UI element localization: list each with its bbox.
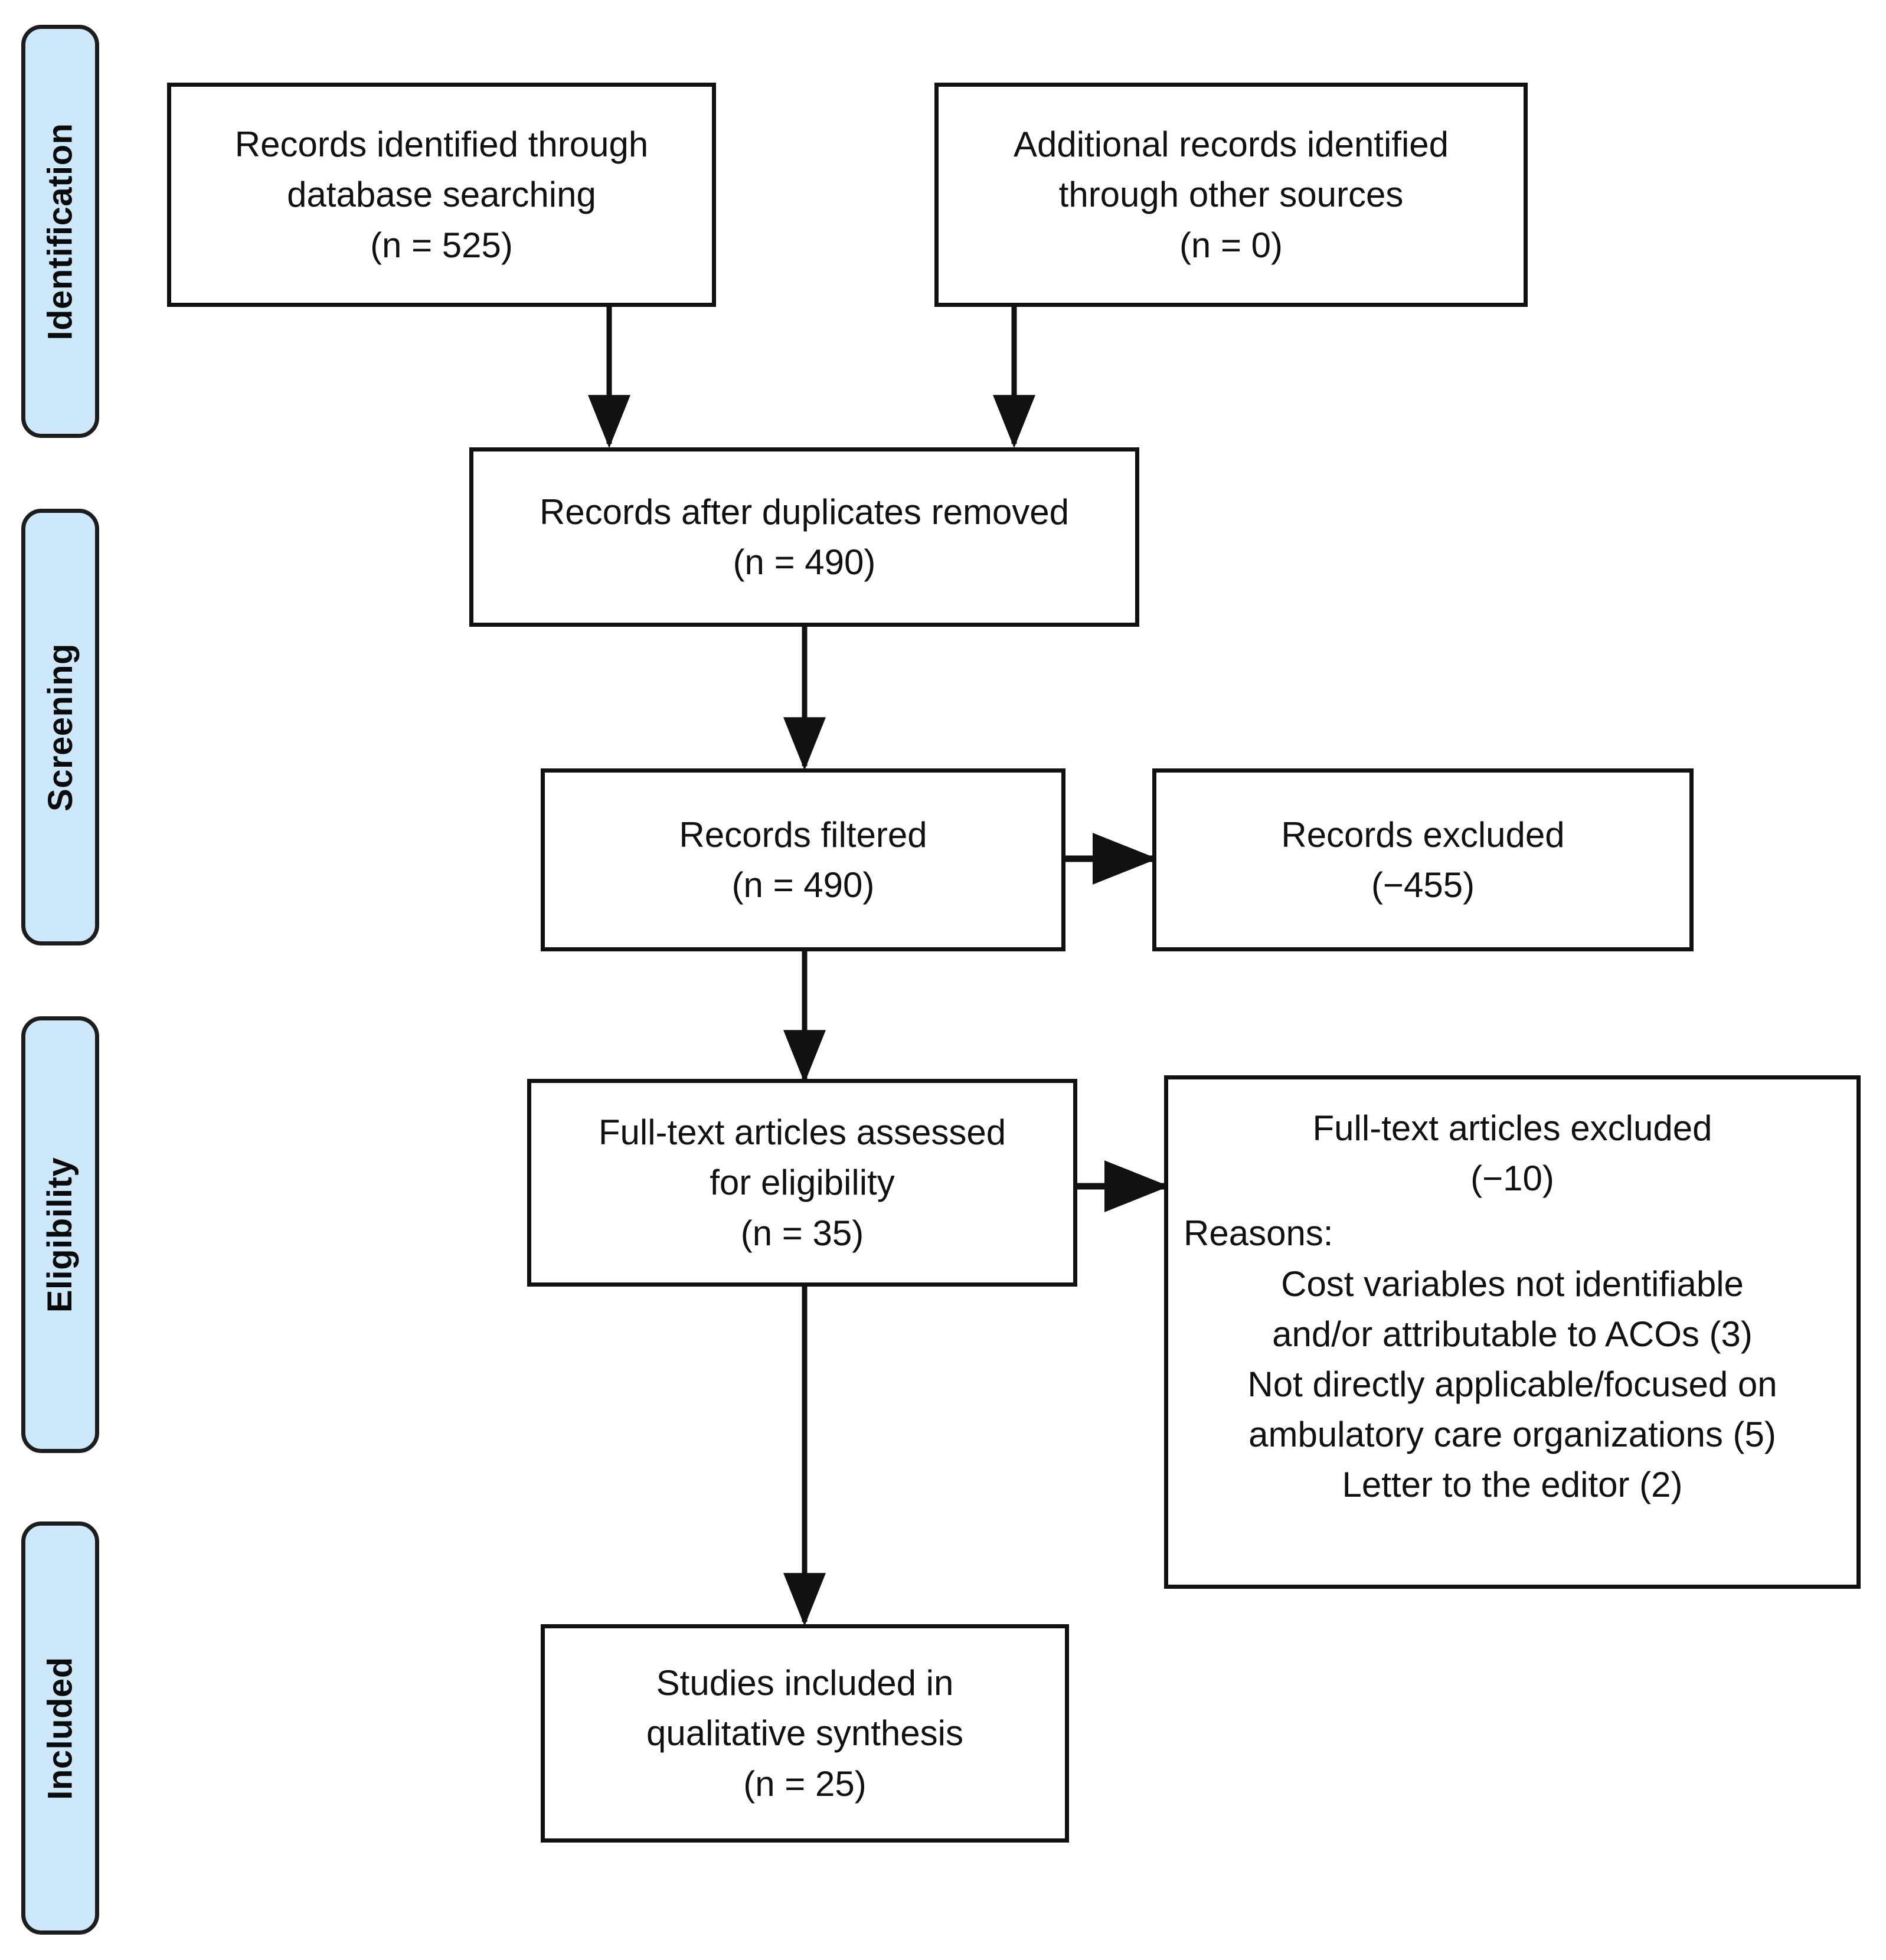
box-studies-included-qualitative-synthesis: Studies included in qualitative synthesi…	[541, 1624, 1069, 1843]
box-fulltext-assessed-eligibility: Full-text articles assessed for eligibil…	[527, 1079, 1077, 1287]
box-records-identified-other-sources: Additional records identified through ot…	[934, 83, 1528, 307]
phase-label-screening-text: Screening	[41, 643, 80, 812]
reasons-heading: Reasons:	[1184, 1213, 1333, 1254]
box-line: Full-text articles assessed	[598, 1112, 1006, 1153]
reason-item: Letter to the editor (2)	[1342, 1465, 1683, 1505]
box-line: Records excluded	[1281, 814, 1565, 855]
box-fulltext-excluded-reasons: Full-text articles excluded (−10) Reason…	[1164, 1075, 1861, 1589]
phase-label-eligibility-text: Eligibility	[41, 1157, 80, 1313]
phase-label-screening: Screening	[21, 509, 99, 945]
box-line: Records after duplicates removed	[539, 492, 1070, 532]
reason-item: Cost variables not identifiable	[1281, 1264, 1744, 1304]
box-line: (n = 525)	[370, 225, 513, 265]
box-line: Additional records identified	[1013, 125, 1449, 165]
box-line: database searching	[287, 175, 596, 215]
box-line: (−455)	[1371, 865, 1475, 905]
box-line: (n = 490)	[733, 542, 876, 582]
box-records-excluded: Records excluded (−455)	[1152, 768, 1694, 951]
box-records-filtered: Records filtered (n = 490)	[541, 768, 1065, 951]
box-line: (n = 35)	[740, 1213, 864, 1253]
box-line: for eligibility	[710, 1163, 895, 1203]
phase-label-included-text: Included	[41, 1656, 80, 1800]
phase-label-included: Included	[21, 1521, 99, 1935]
box-line: Records filtered	[679, 814, 927, 855]
box-line: (n = 0)	[1179, 225, 1283, 265]
phase-label-identification: Identification	[21, 25, 99, 438]
box-line: qualitative synthesis	[646, 1713, 963, 1753]
reason-item: Not directly applicable/focused on	[1247, 1364, 1777, 1404]
fulltext-excluded-title: Full-text articles excluded	[1312, 1108, 1712, 1148]
box-line: Records identified through	[234, 125, 649, 165]
fulltext-excluded-count: (−10)	[1470, 1159, 1554, 1199]
reason-item: and/or attributable to ACOs (3)	[1272, 1314, 1753, 1354]
box-records-identified-database: Records identified through database sear…	[167, 83, 716, 307]
phase-label-identification-text: Identification	[41, 123, 80, 340]
box-line: Studies included in	[656, 1663, 954, 1703]
box-records-after-duplicates-removed: Records after duplicates removed (n = 49…	[469, 447, 1139, 627]
box-line: (n = 25)	[743, 1763, 867, 1804]
reason-item: ambulatory care organizations (5)	[1248, 1415, 1776, 1455]
box-line: (n = 490)	[731, 865, 875, 905]
phase-label-eligibility: Eligibility	[21, 1016, 99, 1453]
box-line: through other sources	[1058, 175, 1404, 215]
